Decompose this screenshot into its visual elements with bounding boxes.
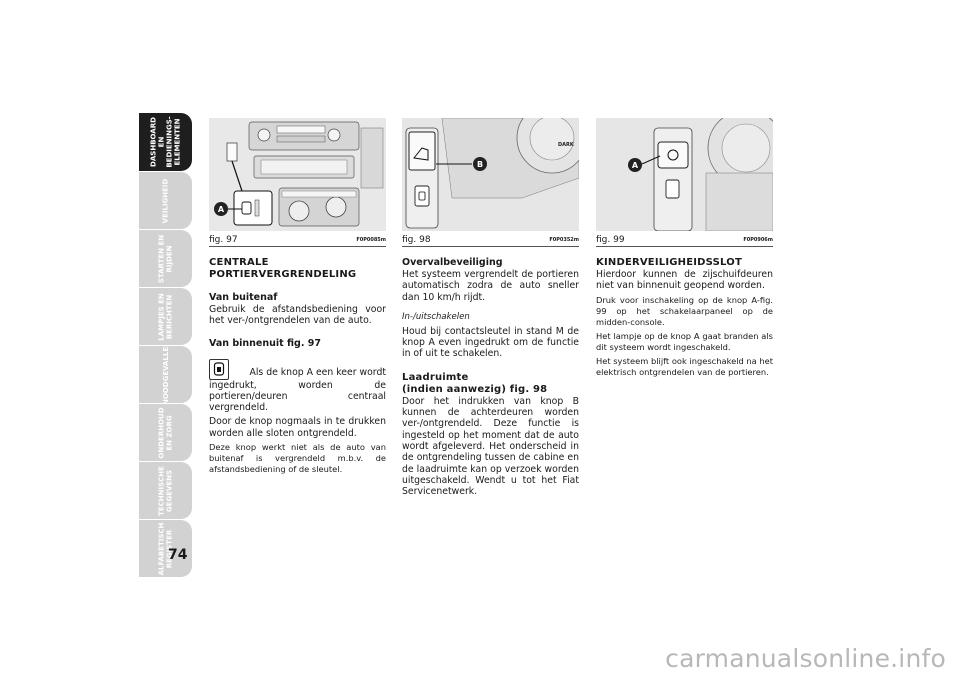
paragraph: Door de knop nogmaals in te drukken word… <box>209 416 386 439</box>
tab-veiligheid[interactable]: VEILIGHEID <box>139 172 192 229</box>
paragraph: Houd bij contactsleutel in stand M de kn… <box>402 325 579 360</box>
figure-98: DARK B <box>402 118 579 231</box>
tab-noodgevallen[interactable]: NOODGEVALLEN <box>139 346 192 403</box>
paragraph: Het systeem blijft ook ingeschakeld na h… <box>596 355 773 377</box>
caption-fig98: fig. 98 F0P0352m <box>402 234 579 247</box>
paragraph: Hierdoor kunnen de zijschuifdeuren niet … <box>596 269 773 292</box>
paragraph: Druk voor inschakeling op de knop A-fig.… <box>596 294 773 327</box>
callout-a-fig99: A <box>632 161 639 170</box>
tab-onderhoud[interactable]: ONDERHOUD EN ZORG <box>139 404 192 461</box>
dark-label: DARK <box>558 142 575 148</box>
icon-paragraph: Als de knop A een keer wordt <box>209 358 386 380</box>
callout-b-fig98: B <box>477 160 483 169</box>
subheading: Van buitenaf <box>209 292 278 303</box>
tab-lampjes[interactable]: LAMPJES EN BERICHTEN <box>139 288 192 345</box>
watermark: carmanualsonline.info <box>665 644 946 673</box>
paragraph: Het lampje op de knop A gaat branden als… <box>596 330 773 352</box>
paragraph: Gebruik de afstandsbediening voor het ve… <box>209 304 386 327</box>
tab-technische[interactable]: TECHNISCHE GEGEVENS <box>139 462 192 519</box>
callout-a-fig97: A <box>218 205 225 214</box>
subheading: Overvalbeveiliging <box>402 257 503 268</box>
section-title: CENTRALE PORTIERVERGRENDELING <box>209 257 357 280</box>
fig-label: fig. 98 <box>402 235 431 245</box>
caption-fig97: fig. 97 F0P0085m <box>209 234 386 247</box>
paragraph: Het systeem vergrendelt de portieren aut… <box>402 269 579 303</box>
subheading: Van binnenuit fig. 97 <box>209 337 321 349</box>
tab-starten[interactable]: STARTEN EN RIJDEN <box>139 230 192 287</box>
tab-dashboard[interactable]: DASHBOARD EN BEDIENINGS- ELEMENTEN <box>139 113 192 171</box>
column-anti-robbery: Overvalbeveiliging Het systeem vergrende… <box>402 257 579 497</box>
caption-fig99: fig. 99 F0P0906m <box>596 234 773 247</box>
paragraph-lead: Als de knop A een keer wordt <box>249 366 386 378</box>
fig-code: F0P0085m <box>356 237 386 243</box>
column-central-locking: CENTRALE PORTIERVERGRENDELING Van buiten… <box>209 257 386 475</box>
column-child-lock: KINDERVEILIGHEIDSSLOT Hierdoor kunnen de… <box>596 257 773 378</box>
fig-code: F0P0906m <box>743 237 773 243</box>
tab-register[interactable]: ALFABETISCH REGISTER <box>139 520 192 577</box>
fig-label: fig. 97 <box>209 235 238 245</box>
paragraph: ingedrukt, worden de portieren/deuren ce… <box>209 379 386 414</box>
paragraph: Deze knop werkt niet als de auto van bui… <box>209 442 386 475</box>
fig-label: fig. 99 <box>596 235 625 245</box>
lock-icon <box>209 358 229 380</box>
figure-97: A <box>209 118 386 231</box>
section-title: KINDERVEILIGHEIDSSLOT <box>596 257 742 268</box>
italic-heading: In-/uitschakelen <box>402 311 470 322</box>
figure-99: A <box>596 118 773 231</box>
page-number: 74 <box>168 547 188 563</box>
chapter-tabs: DASHBOARD EN BEDIENINGS- ELEMENTEN VEILI… <box>139 113 192 578</box>
paragraph: Door het indrukken van knop B kunnen de … <box>402 395 579 498</box>
section-title: Laadruimte (indien aanwezig) fig. 98 <box>402 371 548 395</box>
fig-code: F0P0352m <box>549 237 579 243</box>
